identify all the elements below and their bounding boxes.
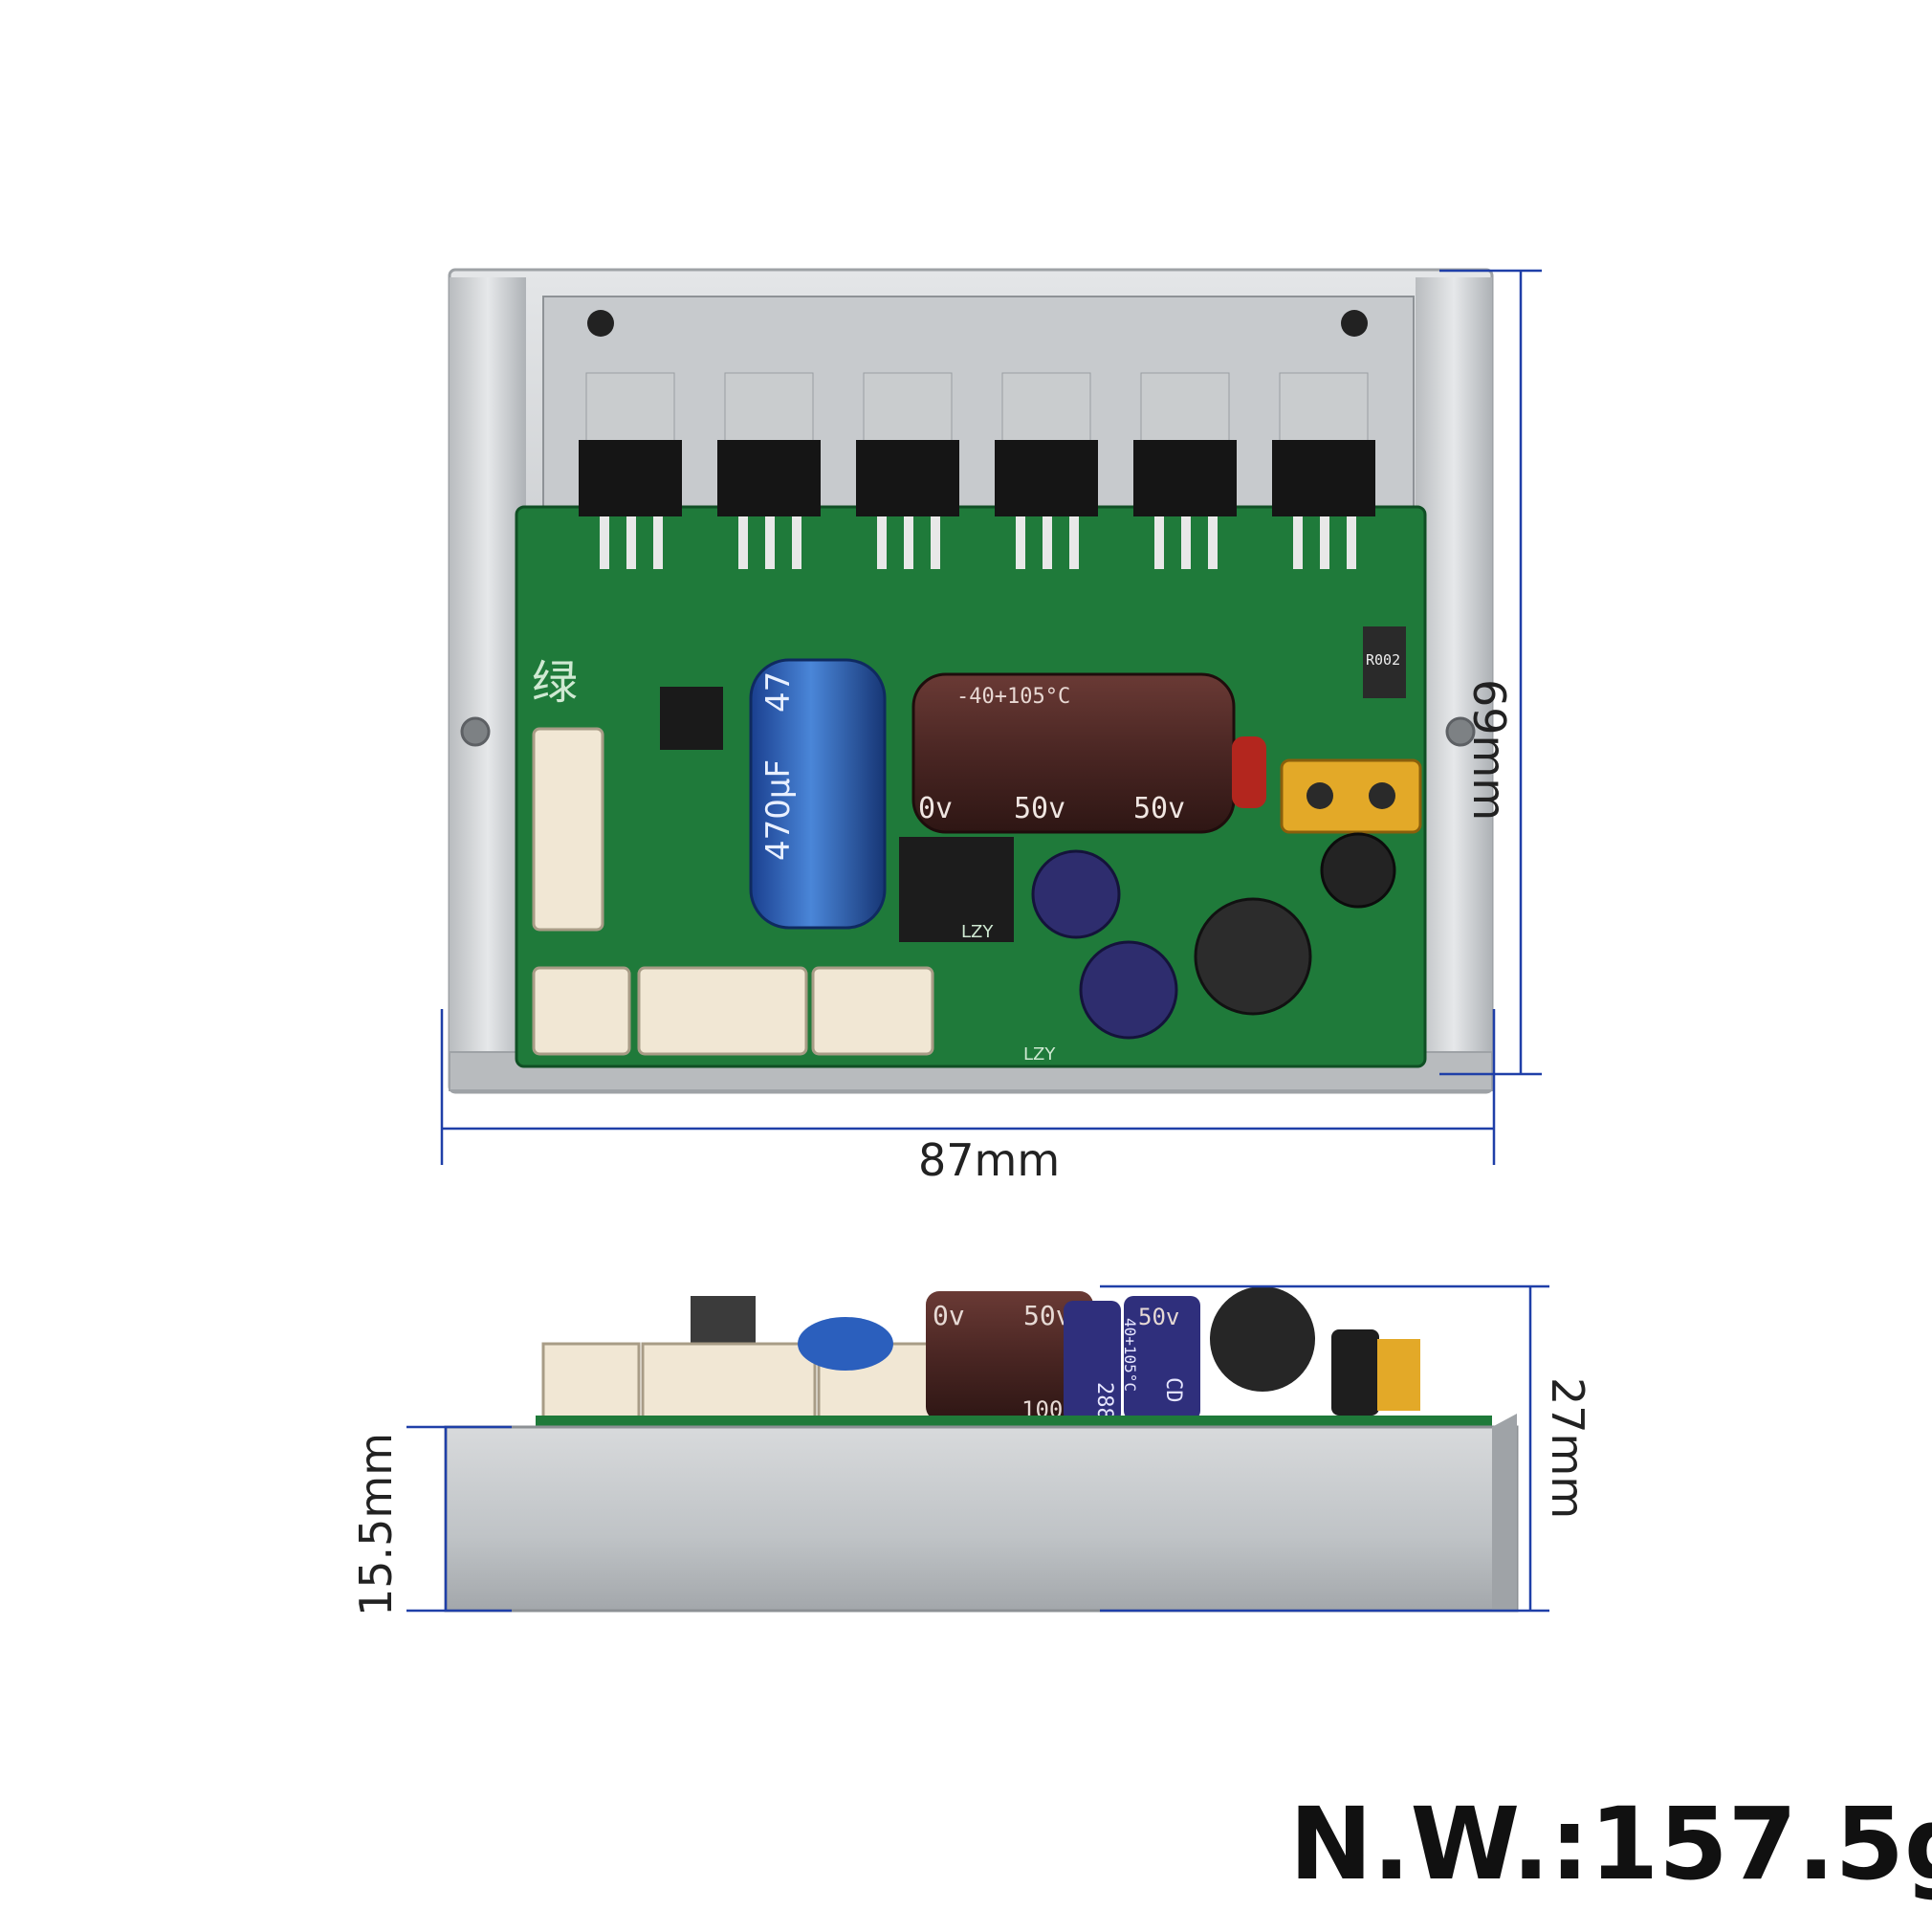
capacitor-brown-v1: 0v [918,792,953,825]
resistor-code: R002 [1366,651,1400,669]
clamp-hole-left [587,310,614,337]
capacitor-brown-v2: 50v [1014,792,1065,825]
capacitor-red-small [1232,736,1266,808]
shunt-resistor [1363,626,1406,698]
dim-height-total-label: 27mm [1542,1377,1593,1520]
capacitor-brown-v3: 50v [1133,792,1185,825]
side-pcb-edge [536,1416,1492,1427]
mosfet-body [995,440,1098,516]
side-cap-code2: CD [1161,1377,1185,1403]
connector-6pin-left [532,727,604,932]
mosfet-body [1133,440,1237,516]
side-black-cap [1331,1329,1379,1416]
mosfet-leg [653,516,663,569]
clamp-hole-right [1341,310,1368,337]
net-weight-label: N.W.:157.5g [1289,1786,1932,1902]
mosfet-leg [1043,516,1052,569]
side-connector-2 [641,1342,817,1424]
side-heatsink [444,1425,1519,1613]
mosfet-body [856,440,959,516]
side-heatsink-bevel [1492,1414,1517,1611]
mosfet-body [717,440,821,516]
dim-height-heatsink-label: 15.5mm [350,1432,402,1616]
side-purple-cap-2 [1124,1296,1200,1420]
mount-hole-right [1445,716,1476,747]
mosfet-leg [1347,516,1356,569]
mosfet-leg [1069,516,1079,569]
capacitor-blue [749,658,887,930]
heatsink-left-wall [450,277,526,1090]
mosfet-leg [877,516,887,569]
mosfet-tab [724,372,814,450]
mosfet-body [579,440,682,516]
mosfet-tab [585,372,675,450]
mosfet-leg [1320,516,1329,569]
silk-lzy-2: LZY [1023,1044,1056,1065]
mosfet-leg [792,516,801,569]
side-connector-1 [541,1342,641,1424]
mcu-chip [899,837,1014,942]
dim-width-label: 87mm [918,1134,1061,1186]
mosfet-leg [931,516,940,569]
side-xt30 [1377,1339,1420,1411]
power-connector-xt30 [1280,758,1422,834]
side-cap-rating: 40+105°C [1121,1318,1139,1392]
mosfet-leg [1016,516,1025,569]
capacitor-blue-marking: 470µF [759,759,798,861]
mosfet-leg [626,516,636,569]
side-purple-cap-1 [1064,1301,1121,1423]
mosfet-leg [600,516,609,569]
mosfet-body [1272,440,1375,516]
top-view: 绿 47 470µF -40+105°C 0v 50v 50v R002 [440,268,1542,1165]
side-inductor [1210,1286,1315,1392]
side-view: 0v 50v 1000 50v 288H CD 40+105°C [406,1284,1549,1613]
mosfet-leg [1208,516,1218,569]
dim-length-label: 69mm [1463,679,1515,822]
xt30-pin-1 [1306,782,1333,809]
capacitor-blue-short: 47 [759,671,798,713]
mosfet-row [579,372,1375,569]
side-brown-cap [926,1291,1093,1420]
heatsink-right-wall [1416,277,1492,1090]
connector-bottom-2 [637,966,808,1056]
connector-bottom-1 [532,966,631,1056]
capacitor-black-small [1320,832,1396,909]
mosfet-leg [738,516,748,569]
connector-bottom-3 [811,966,934,1056]
side-blue-cap [798,1317,893,1371]
mosfet-leg [765,516,775,569]
mosfet-leg [1181,516,1191,569]
silk-lzy-1: LZY [961,922,994,942]
mosfet-tab [1140,372,1230,450]
mosfet-leg [904,516,913,569]
mosfet-leg [1293,516,1303,569]
mosfet-clamp-plate [542,296,1415,513]
capacitor-brown-rating: -40+105°C [956,685,1070,709]
capacitor-purple-1 [1031,849,1121,939]
xt30-pin-2 [1369,782,1395,809]
silk-chinese-char: 绿 [532,656,578,710]
inductor [1194,897,1312,1016]
side-cap-v1: 0v [933,1300,965,1331]
capacitor-purple-2 [1079,940,1178,1040]
mosfet-tab [1279,372,1369,450]
ic-chip [660,687,723,750]
mosfet-tab [863,372,953,450]
side-cap-v3: 50v [1138,1304,1179,1330]
mosfet-tab [1001,372,1091,450]
mount-hole-left [460,716,491,747]
mosfet-leg [1154,516,1164,569]
